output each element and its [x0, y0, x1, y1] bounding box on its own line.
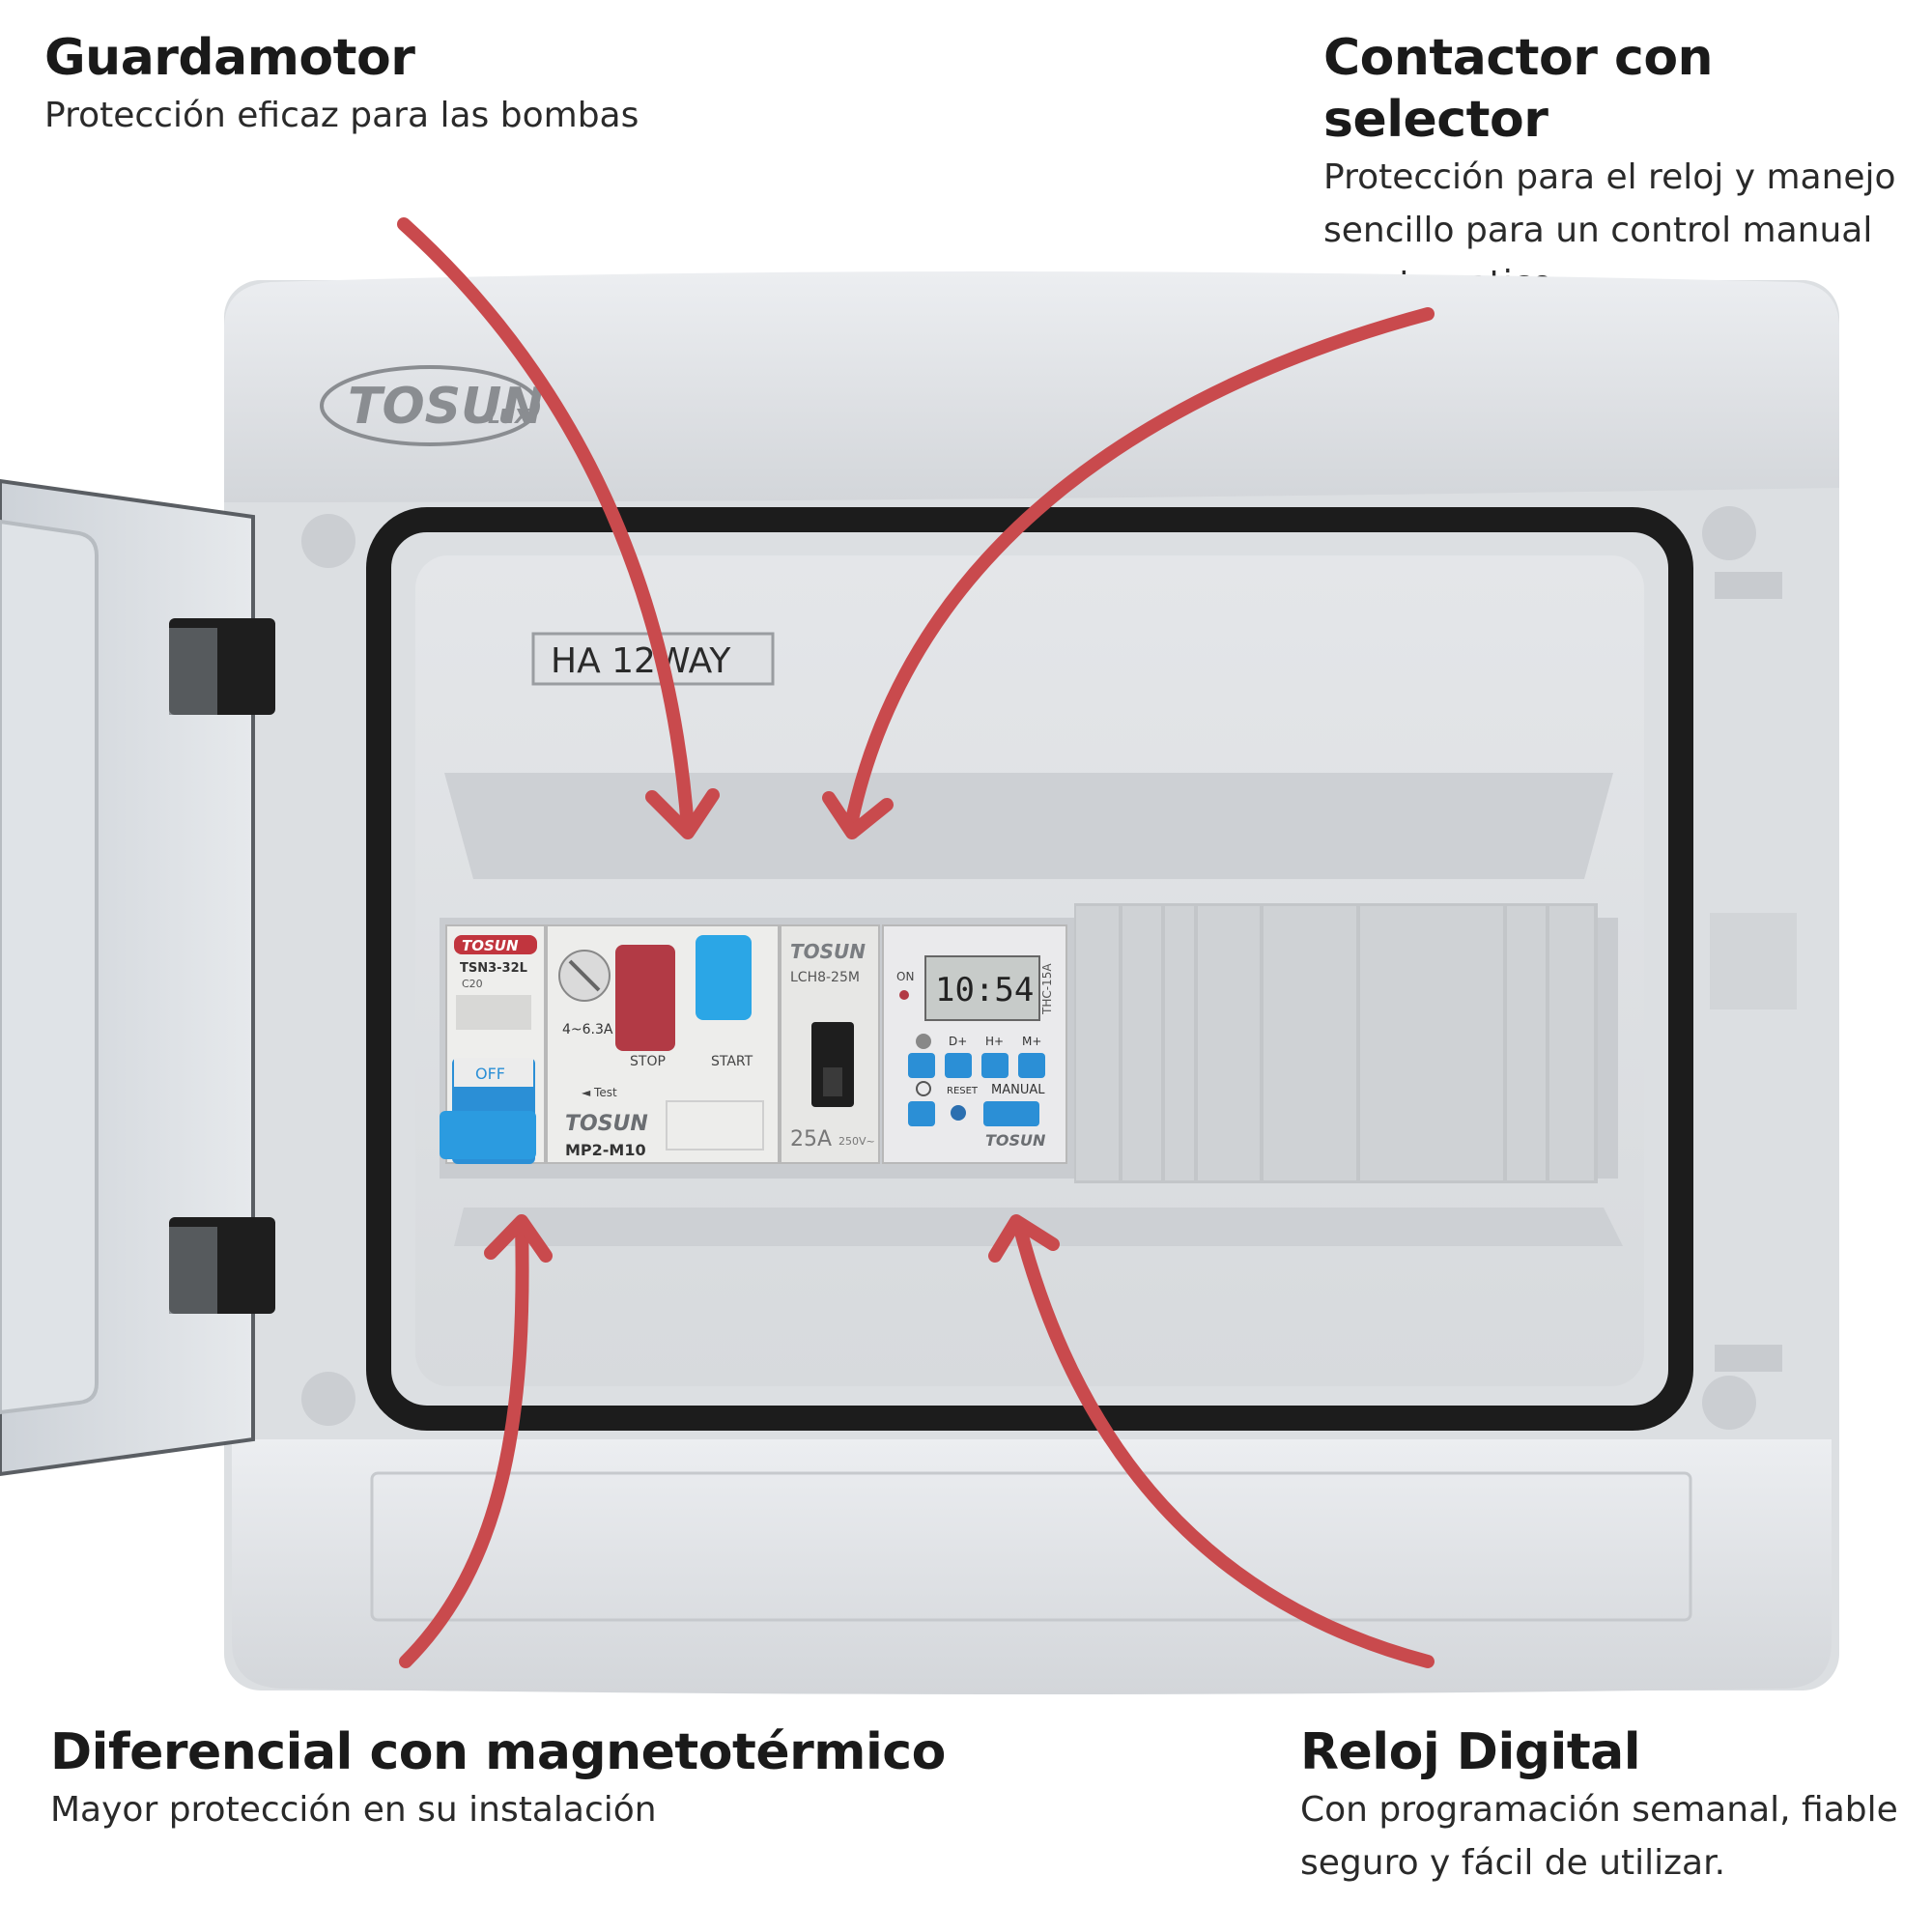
- test-label: ◄ Test: [582, 1086, 617, 1099]
- arrow-head: [988, 1214, 1060, 1263]
- callout-title: Reloj Digital: [1300, 1723, 1641, 1781]
- contactor-brand: TOSUN: [790, 940, 866, 963]
- rcbo-module: TOSUN TSN3-32L C20 OFF: [440, 924, 546, 1164]
- model-label: HA 12WAY: [551, 641, 731, 681]
- callout-desc: Protección eficaz para las bombas: [44, 96, 639, 135]
- callout-desc-line: Con programación semanal, fiable: [1300, 1790, 1898, 1830]
- arrow-head: [484, 1214, 553, 1263]
- start-button[interactable]: [696, 935, 752, 1020]
- callout-title: Diferencial con magnetotérmico: [50, 1723, 946, 1781]
- btn-d-label: D+: [949, 1035, 967, 1048]
- contactor-rating: 25A: [790, 1127, 832, 1151]
- callout-desc: Mayor protección en su instalación: [50, 1790, 657, 1830]
- logo-text: TOSUN: [348, 378, 544, 436]
- callout-title: Guardamotor: [44, 29, 415, 87]
- screw-icon: [301, 1372, 355, 1426]
- h-plus-button[interactable]: [981, 1053, 1009, 1078]
- timer-model: THC-15A: [1040, 963, 1054, 1015]
- latch: [1715, 572, 1782, 599]
- arrow-reloj: [1012, 1218, 1435, 1668]
- callout-desc-line: Protección para el reloj y manejo: [1323, 157, 1896, 197]
- rcbo-rating: C20: [462, 978, 483, 990]
- d-plus-button[interactable]: [945, 1053, 972, 1078]
- stop-label: STOP: [630, 1054, 666, 1069]
- arrow-head: [822, 791, 894, 839]
- rcbo-model: TSN3-32L: [460, 961, 527, 976]
- arrow-contactor: [843, 307, 1435, 836]
- m-plus-button[interactable]: [1018, 1053, 1045, 1078]
- clock-icon: [916, 1081, 931, 1096]
- timer-brand: TOSUN: [985, 1131, 1046, 1150]
- range-label: 4~6.3A: [562, 1022, 613, 1037]
- motor-guard-module: 4~6.3A STOP START ◄ Test TOSUN MP2-M10: [546, 924, 780, 1164]
- timer-button[interactable]: [908, 1053, 935, 1078]
- manual-label: MANUAL: [991, 1083, 1045, 1097]
- mg-model: MP2-M10: [565, 1141, 646, 1159]
- rcbo-off-label: OFF: [475, 1065, 505, 1083]
- enclosure-top-lid: [224, 271, 1839, 502]
- callout-desc-line: seguro y fácil de utilizar.: [1300, 1843, 1726, 1883]
- callout-diferencial: Diferencial con magnetotérmico Mayor pro…: [50, 1721, 946, 1836]
- tosun-logo: TOSUN LUX: [320, 365, 544, 446]
- callout-guardamotor: Guardamotor Protección eficaz para las b…: [44, 27, 639, 142]
- arrow-diferencial: [399, 1218, 529, 1668]
- clock-button[interactable]: [908, 1101, 935, 1126]
- callout-contactor: Contactor con selector Protección para e…: [1323, 27, 1932, 310]
- latch: [1715, 1345, 1782, 1372]
- open-door[interactable]: [0, 478, 275, 1477]
- screw-icon: [301, 514, 355, 568]
- program-button[interactable]: [916, 1034, 931, 1049]
- contactor-voltage: 250V~: [838, 1135, 875, 1148]
- arrow-head: [645, 788, 720, 839]
- logo-suffix: LUX: [488, 405, 531, 428]
- callout-reloj: Reloj Digital Con programación semanal, …: [1300, 1721, 1898, 1889]
- btn-m-label: M+: [1022, 1035, 1041, 1048]
- manual-button[interactable]: [983, 1101, 1039, 1126]
- screw-icon: [1702, 1376, 1756, 1430]
- callout-desc-line: sencillo para un control manual: [1323, 211, 1873, 250]
- lcd-display: [924, 955, 1040, 1021]
- din-cover-bottom: [454, 1208, 1623, 1246]
- power-led-icon: [899, 990, 909, 1000]
- start-label: START: [711, 1054, 753, 1069]
- din-cover-top: [444, 773, 1613, 879]
- arrow-guardamotor: [397, 217, 695, 836]
- bottom-label-area: [370, 1471, 1692, 1622]
- stop-button[interactable]: [615, 945, 675, 1051]
- selector-switch[interactable]: [811, 1022, 854, 1107]
- reset-label: RESET: [947, 1086, 979, 1096]
- contactor-module: TOSUN LCH8-25M 25A 250V~: [780, 924, 880, 1164]
- hinge-latch: [169, 1227, 217, 1314]
- screw-icon: [1702, 506, 1756, 560]
- rcbo-brand: TOSUN: [462, 937, 519, 954]
- reset-button[interactable]: [951, 1105, 966, 1121]
- hinge-latch: [169, 628, 217, 715]
- timer-module: ON 10:54 THC-15A D+ H+ M+ RESET MANUAL T…: [882, 924, 1067, 1164]
- callout-title: Contactor con selector: [1323, 29, 1714, 149]
- blank-covers: [1074, 903, 1598, 1183]
- btn-h-label: H+: [985, 1035, 1004, 1048]
- timer-on-label: ON: [896, 970, 914, 983]
- side-rail: [1710, 913, 1797, 1009]
- contactor-model: LCH8-25M: [790, 970, 860, 985]
- mg-brand: TOSUN: [565, 1112, 648, 1136]
- enclosure-bottom-lid: [232, 1439, 1832, 1694]
- lcd-time: 10:54: [935, 971, 1034, 1009]
- callout-arrows: [397, 217, 1435, 1668]
